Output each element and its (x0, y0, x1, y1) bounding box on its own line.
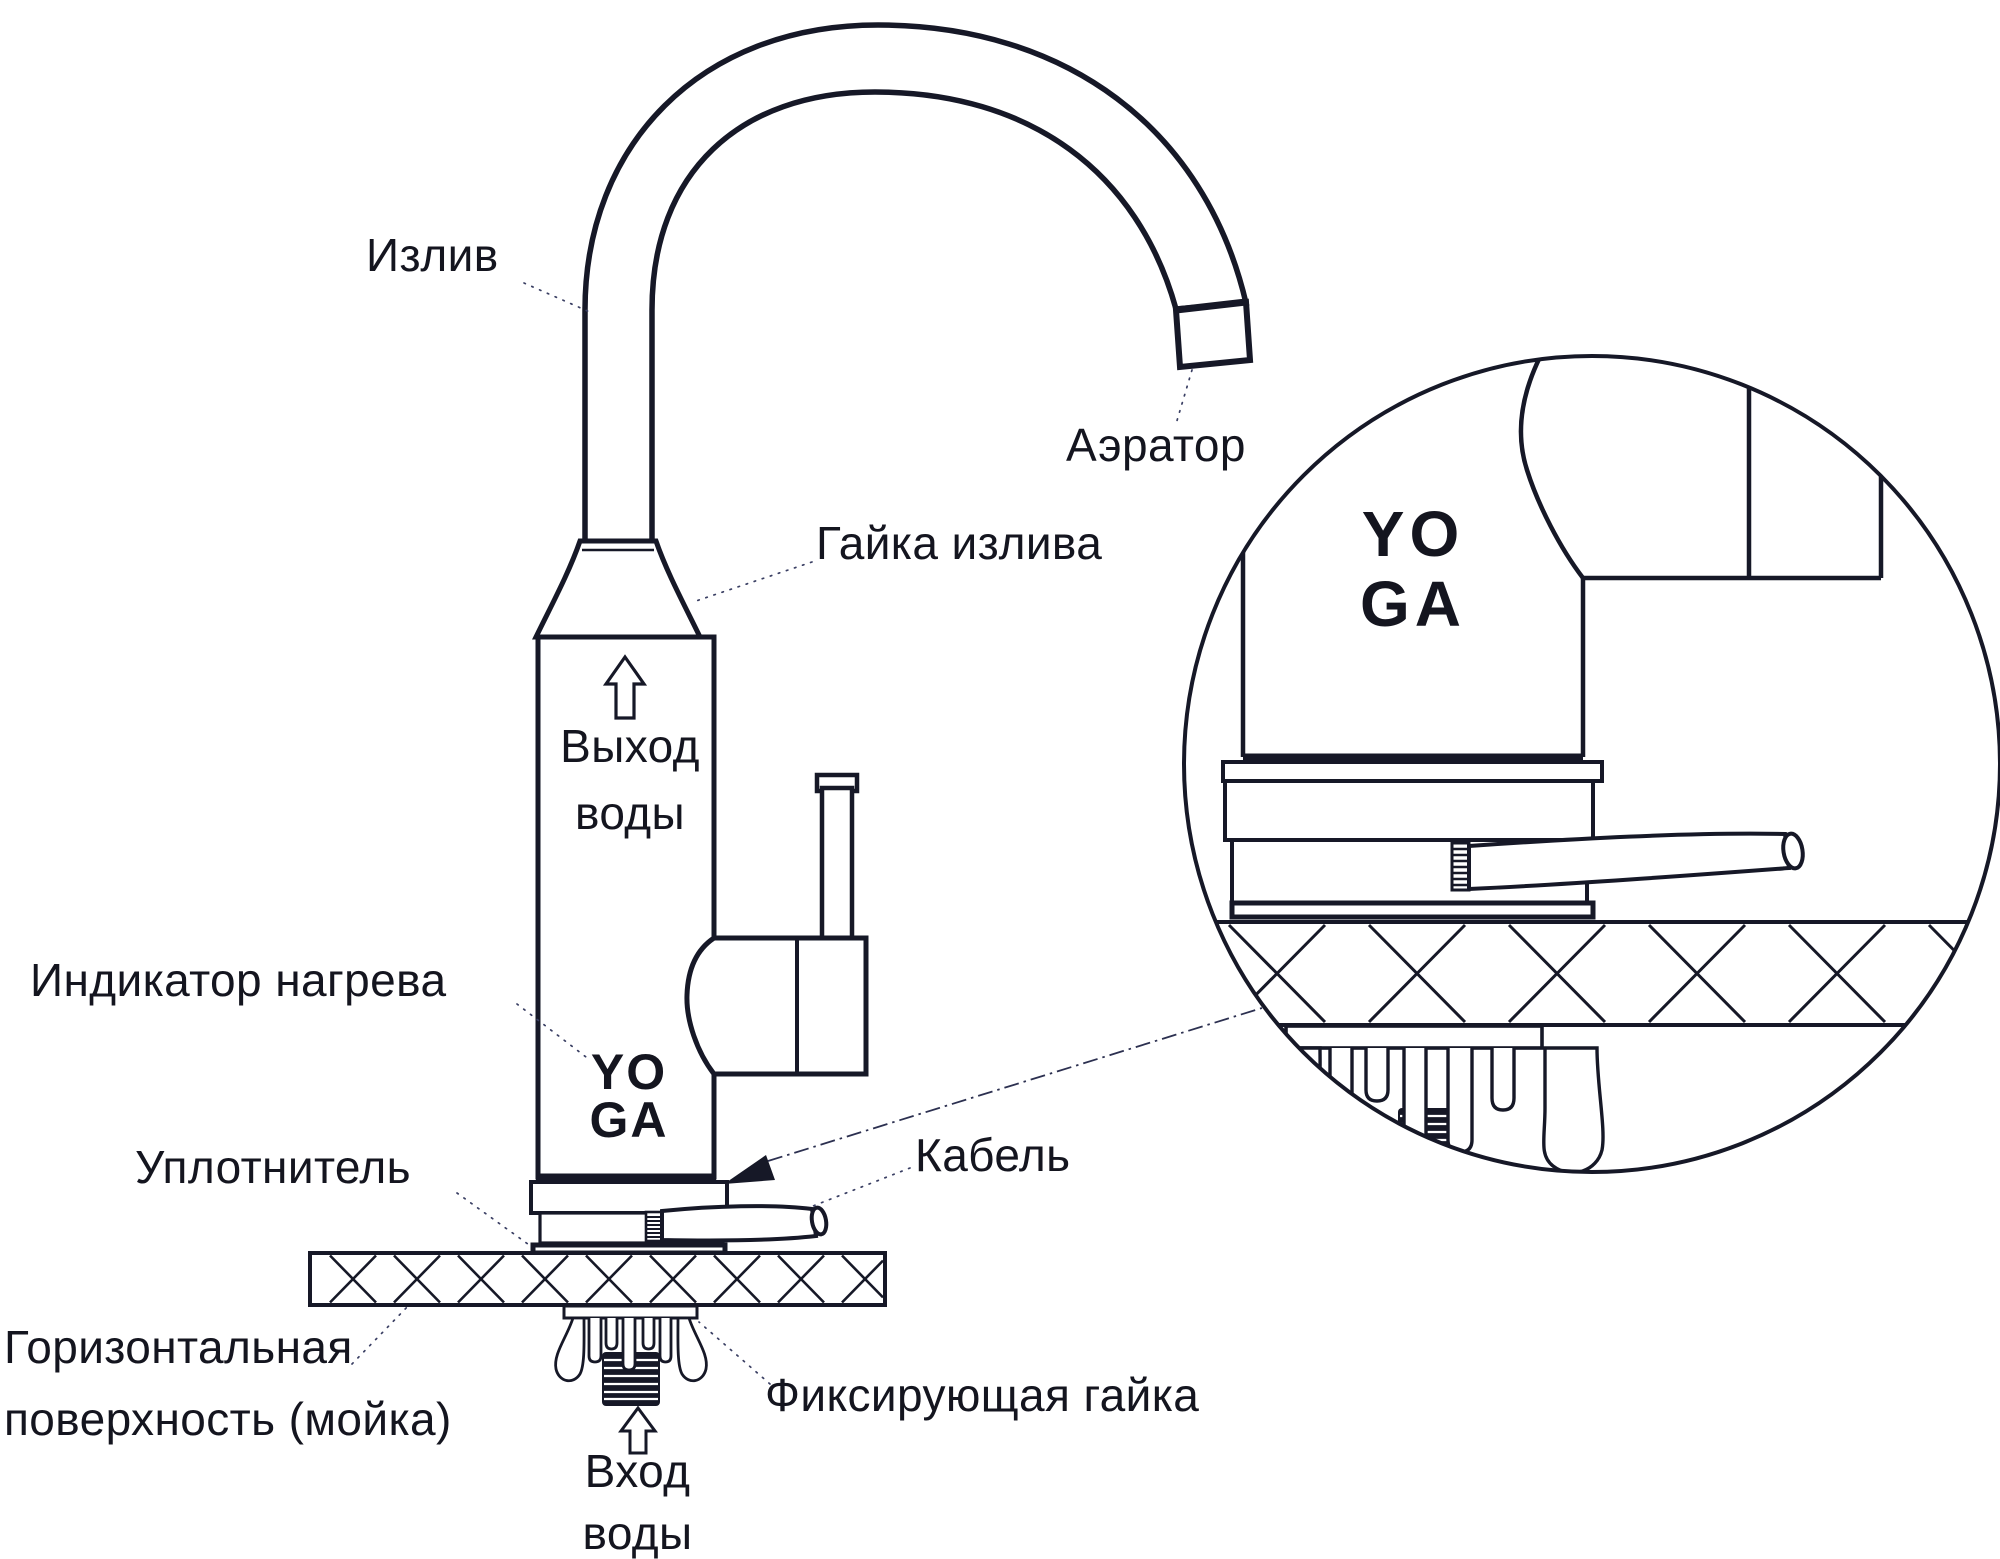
label-aerator: Аэратор (1066, 419, 1246, 471)
faucet-body-shape (535, 634, 717, 1180)
label-seal: Уплотнитель (135, 1141, 411, 1193)
label-heating-indicator: Индикатор нагрева (30, 954, 447, 1006)
spout-shape (582, 22, 1250, 546)
detail-flange-shape (1221, 753, 1604, 920)
cable-shape (660, 1204, 829, 1243)
brand-logo-main: YO GA (589, 1044, 669, 1148)
sink-surface-shape (308, 1251, 887, 1307)
detail-circle-outline (1182, 354, 2000, 1174)
label-water-inlet: Вход воды (582, 1445, 693, 1559)
fixing-nut-shape (554, 1304, 708, 1406)
detail-cable-shape (1467, 831, 1805, 892)
water-outlet-arrow-icon (602, 654, 648, 720)
detail-leader-arrow (724, 1007, 1263, 1184)
spout-nut-shape (532, 538, 704, 640)
brand-logo-detail: YO GA (1360, 498, 1466, 640)
detail-seal-shape (1229, 900, 1596, 920)
label-fixing-nut: Фиксирующая гайка (765, 1369, 1200, 1421)
detail-sink-shape (1184, 920, 1985, 1027)
detail-view-content (1184, 356, 1985, 1172)
water-inlet-arrow-icon (618, 1405, 658, 1455)
leader-lines (351, 282, 1193, 1385)
label-spout: Излив (366, 229, 499, 281)
detail-cable-gland-shape (1450, 841, 1471, 892)
label-surface: Горизонтальная поверхность (мойка) (4, 1321, 452, 1445)
label-spout-nut: Гайка излива (816, 517, 1103, 569)
handle-base-shape (684, 935, 869, 1077)
detail-fixing-nut-shape (1284, 1024, 1605, 1172)
handle-lever-shape (814, 772, 860, 943)
label-water-outlet: Выход воды (560, 720, 700, 839)
base-flange-shape (529, 1173, 729, 1245)
detail-body-shape (1240, 356, 1884, 757)
aerator-shape (1172, 298, 1254, 371)
label-cable: Кабель (915, 1129, 1071, 1181)
cable-gland-shape (644, 1210, 664, 1243)
